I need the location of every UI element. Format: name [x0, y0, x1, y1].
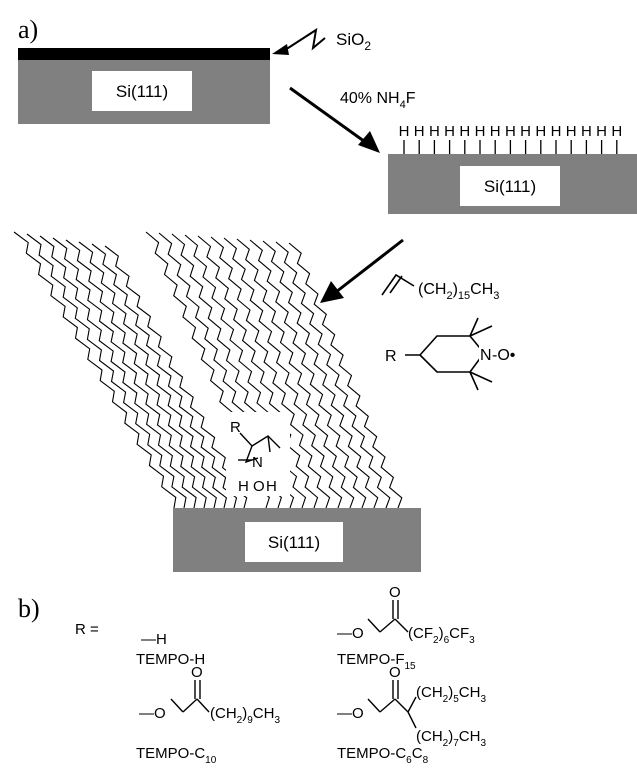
panel-b-label: b) [18, 594, 40, 623]
inset-tempo: R N H O H [226, 412, 290, 496]
hydrogen-atom: H [581, 123, 592, 140]
r-equals: R = [75, 621, 99, 638]
alkyl-chain [197, 235, 319, 509]
tempo-c10-label: TEMPO-C10 [136, 745, 217, 766]
c10-chain: (CH2)9CH3 [210, 705, 280, 726]
substrate-label-box-2 [460, 166, 560, 206]
alkyl-monolayer [13, 231, 403, 509]
f15-structure: O —O (CF2)6CF3 TEMPO-F15 [337, 584, 475, 672]
hydrogen-atom: H [611, 123, 622, 140]
f15-ester-o: —O [337, 625, 364, 642]
f15-chain: (CF2)6CF3 [408, 625, 475, 646]
oxide-pointer: SiO2 [272, 27, 371, 55]
etch-label: 40% NH4F [340, 90, 416, 111]
hydrogen-atom: H [551, 123, 562, 140]
alkyl-chain [26, 233, 187, 509]
hydrogen-atom: H [444, 123, 455, 140]
hydrogen-atom: H [490, 123, 501, 140]
substrate-label-box-3 [245, 522, 343, 562]
tempo-h-label: TEMPO-H [136, 651, 205, 668]
reaction-arrow [320, 238, 404, 303]
hydrogen-atom: H [520, 123, 531, 140]
functionalized-substrate: Si(111) [173, 508, 421, 572]
inset-h2: H [266, 478, 277, 495]
alkyl-chain [91, 243, 238, 509]
h-group: —H [141, 631, 167, 648]
panel-a-label: a) [18, 15, 38, 44]
oxidized-substrate: Si(111) [18, 48, 270, 124]
inset-n: N [252, 454, 263, 471]
alkyl-chain [210, 236, 331, 509]
alkyl-chain [13, 231, 177, 509]
alkene-reagent: (CH2)15CH3 [381, 273, 499, 302]
hydrogen-atom: H [399, 123, 410, 140]
etch-arrow [289, 86, 380, 153]
alkyl-chain [288, 242, 403, 509]
hydrogen-atom: H [596, 123, 607, 140]
c6c8-carbonyl-o: O [389, 664, 401, 681]
tempo-c6c8-label: TEMPO-C6C8 [337, 745, 429, 766]
hydrogen-atom: H [414, 123, 425, 140]
alkyl-chain [65, 239, 217, 509]
hydrogen-atom: H [505, 123, 516, 140]
c10-structure: O —O (CH2)9CH3 TEMPO-C10 [136, 664, 280, 766]
alkyl-chain [39, 235, 197, 509]
oxide-label: SiO2 [336, 30, 371, 53]
tempo-oxyl: -O• [492, 347, 515, 364]
substrate-label-3: Si(111) [268, 533, 320, 552]
substrate-label-box-1 [92, 71, 192, 111]
hydrogen-atom: H [566, 123, 577, 140]
substrate-label-1: Si(111) [116, 82, 168, 101]
f15-carbonyl-o: O [389, 584, 401, 601]
alkyl-chain [52, 237, 207, 509]
c6c8-ester-o: —O [337, 705, 364, 722]
hydrogen-atom: H [459, 123, 470, 140]
alkyl-chain [249, 239, 367, 509]
substrate-label-2: Si(111) [484, 177, 536, 196]
alkyl-chain [78, 241, 228, 509]
tempo-r: R [385, 348, 397, 365]
hydrogen-atom: H [535, 123, 546, 140]
tempo-n: N [480, 347, 492, 364]
c10-ester-o: —O [139, 705, 166, 722]
inset-r: R [230, 419, 241, 436]
tempo-f15-label: TEMPO-F15 [337, 651, 416, 672]
inset-o: O [253, 478, 265, 495]
alkyl-chain [104, 245, 248, 509]
alkyl-chain [236, 238, 355, 509]
alkyl-chain [275, 241, 391, 509]
hydrogen-atom: H [429, 123, 440, 140]
alkyl-chain [262, 240, 379, 509]
alkyl-chain [223, 237, 343, 509]
c6c8-top-chain: (CH2)5CH3 [416, 684, 486, 705]
c6c8-structure: O —O (CH2)5CH3 (CH2)7CH3 TEMPO-C6C8 [337, 664, 486, 766]
alkene-formula: (CH2)15CH3 [418, 281, 499, 302]
c6c8-bottom-chain: (CH2)7CH3 [416, 728, 486, 749]
hydrogen-atom: H [475, 123, 486, 140]
oxide-layer [18, 48, 270, 60]
tempo-structure: R N -O• [385, 317, 515, 391]
c10-carbonyl-o: O [191, 664, 203, 681]
inset-h1: H [238, 478, 249, 495]
